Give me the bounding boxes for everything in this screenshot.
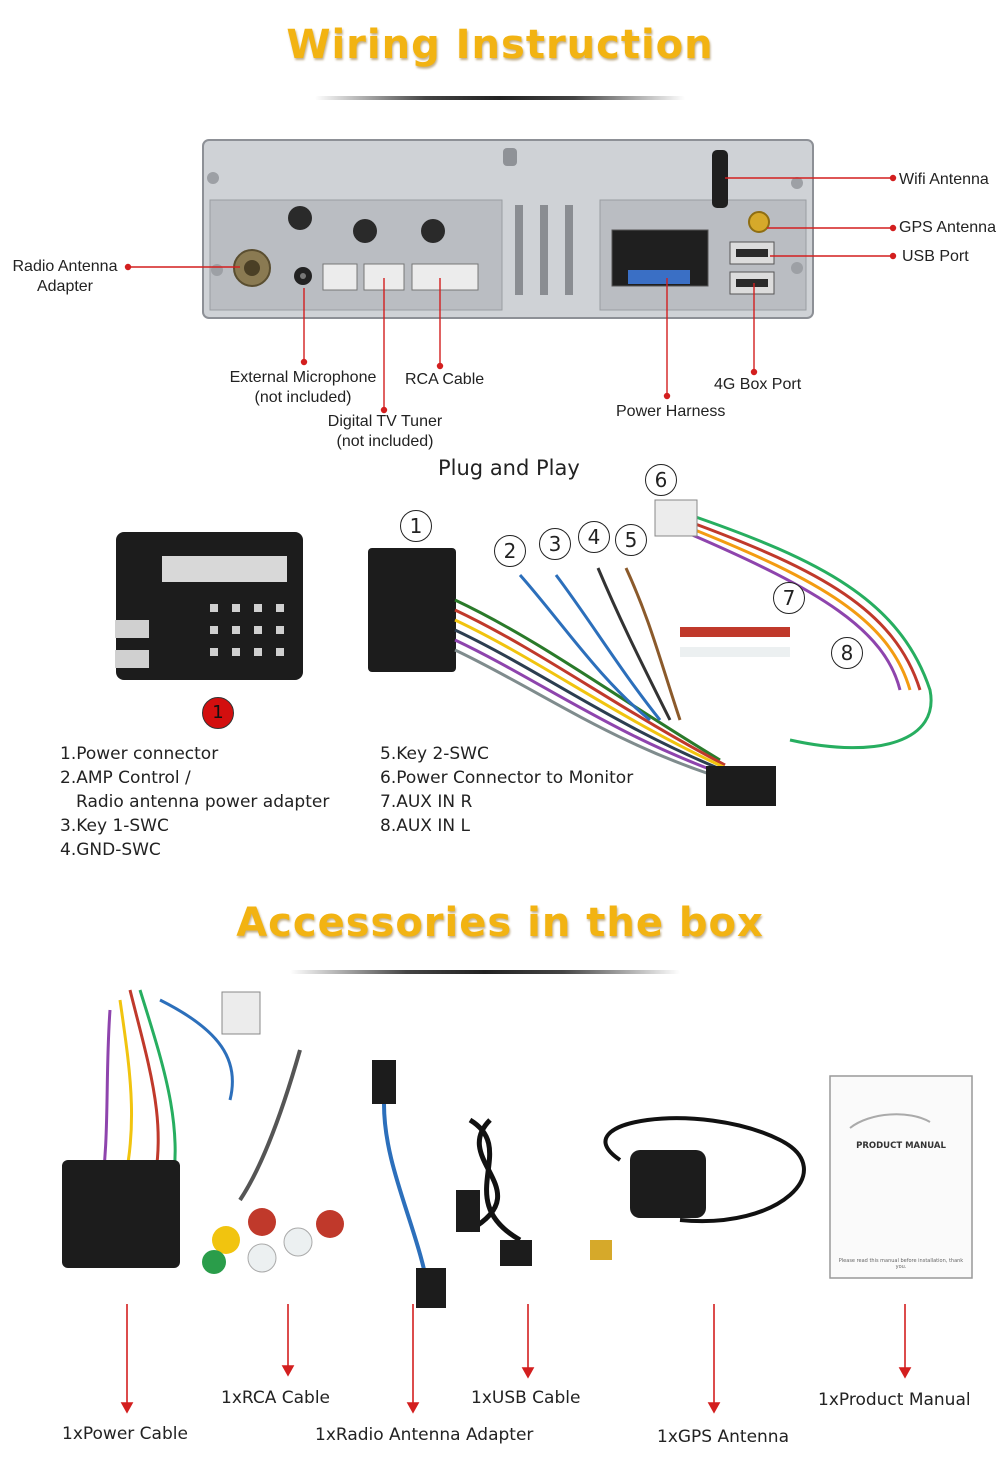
number-marker-1: 1 bbox=[400, 510, 432, 542]
accessory-radio-antenna-adapter: 1xRadio Antenna Adapter bbox=[315, 1425, 534, 1445]
accessory-arrows bbox=[120, 1304, 912, 1414]
accessory-rca-cable: 1xRCA Cable bbox=[221, 1388, 331, 1408]
legend-item-5: 5.Key 2-SWC bbox=[380, 744, 489, 764]
accessory-power-cable: 1xPower Cable bbox=[62, 1424, 188, 1444]
number-marker-6: 6 bbox=[645, 464, 677, 496]
number-marker-4: 4 bbox=[578, 521, 610, 553]
wiring-instruction-title: Wiring Instruction bbox=[286, 22, 714, 68]
legend-item-6: 6.Power Connector to Monitor bbox=[380, 768, 634, 788]
head-unit-back-panel bbox=[202, 139, 814, 319]
manual-title: PRODUCT MANUAL bbox=[856, 1141, 946, 1151]
accessories-illustrations bbox=[62, 989, 973, 1308]
accessories-title: Accessories in the box bbox=[236, 900, 764, 946]
label-dtv-line2: (not included) bbox=[336, 433, 434, 450]
label-power-harness: Power Harness bbox=[616, 403, 726, 420]
accessories-divider bbox=[290, 970, 680, 974]
label-gps-antenna: GPS Antenna bbox=[899, 219, 996, 236]
legend-item-4: 4.GND-SWC bbox=[60, 840, 161, 860]
label-rca-cable: RCA Cable bbox=[405, 371, 485, 388]
gps-antenna-photo bbox=[590, 1116, 806, 1260]
red-badge-1: 1 bbox=[202, 697, 234, 729]
product-manual-photo bbox=[829, 1075, 973, 1279]
power-connector-illustration bbox=[115, 532, 303, 680]
number-marker-3: 3 bbox=[539, 528, 571, 560]
number-marker-8: 8 bbox=[831, 637, 863, 669]
number-marker-2: 2 bbox=[494, 535, 526, 567]
leader-lines bbox=[124, 174, 897, 414]
wiring-harness-illustration bbox=[368, 499, 933, 806]
legend-item-2: 2.AMP Control / bbox=[60, 768, 191, 788]
legend-item-2-continued: Radio antenna power adapter bbox=[76, 792, 330, 812]
label-digital-tv-tuner: Digital TV Tuner (not included) bbox=[320, 412, 450, 452]
title-divider bbox=[315, 96, 685, 100]
accessory-product-manual: 1xProduct Manual bbox=[818, 1390, 971, 1410]
label-radio-antenna-adapter: Radio Antenna Adapter bbox=[10, 257, 120, 297]
label-dtv-line1: Digital TV Tuner bbox=[327, 413, 443, 430]
power-cable-photo bbox=[62, 989, 261, 1268]
label-4g-box-port: 4G Box Port bbox=[714, 376, 802, 393]
legend-item-7: 7.AUX IN R bbox=[380, 792, 473, 812]
plug-and-play-title: Plug and Play bbox=[438, 456, 580, 480]
label-mic-line1: External Microphone bbox=[229, 369, 377, 386]
label-radio-line1: Radio Antenna bbox=[12, 258, 118, 275]
usb-cable-photo bbox=[456, 1117, 532, 1266]
label-usb-port: USB Port bbox=[902, 248, 969, 265]
label-mic-line2: (not included) bbox=[254, 389, 352, 406]
accessory-usb-cable: 1xUSB Cable bbox=[471, 1388, 581, 1408]
label-external-microphone: External Microphone (not included) bbox=[228, 368, 378, 408]
manual-note: Please read this manual before installat… bbox=[838, 1258, 964, 1270]
label-radio-line2: Adapter bbox=[36, 278, 94, 295]
accessory-gps-antenna: 1xGPS Antenna bbox=[657, 1427, 789, 1447]
radio-antenna-adapter-photo bbox=[372, 1060, 446, 1308]
legend-item-3: 3.Key 1-SWC bbox=[60, 816, 169, 836]
number-marker-5: 5 bbox=[615, 524, 647, 556]
number-marker-7: 7 bbox=[773, 582, 805, 614]
legend-item-1: 1.Power connector bbox=[60, 744, 219, 764]
label-wifi-antenna: Wifi Antenna bbox=[899, 171, 989, 188]
legend-item-8: 8.AUX IN L bbox=[380, 816, 470, 836]
rca-cable-photo bbox=[202, 1049, 344, 1274]
